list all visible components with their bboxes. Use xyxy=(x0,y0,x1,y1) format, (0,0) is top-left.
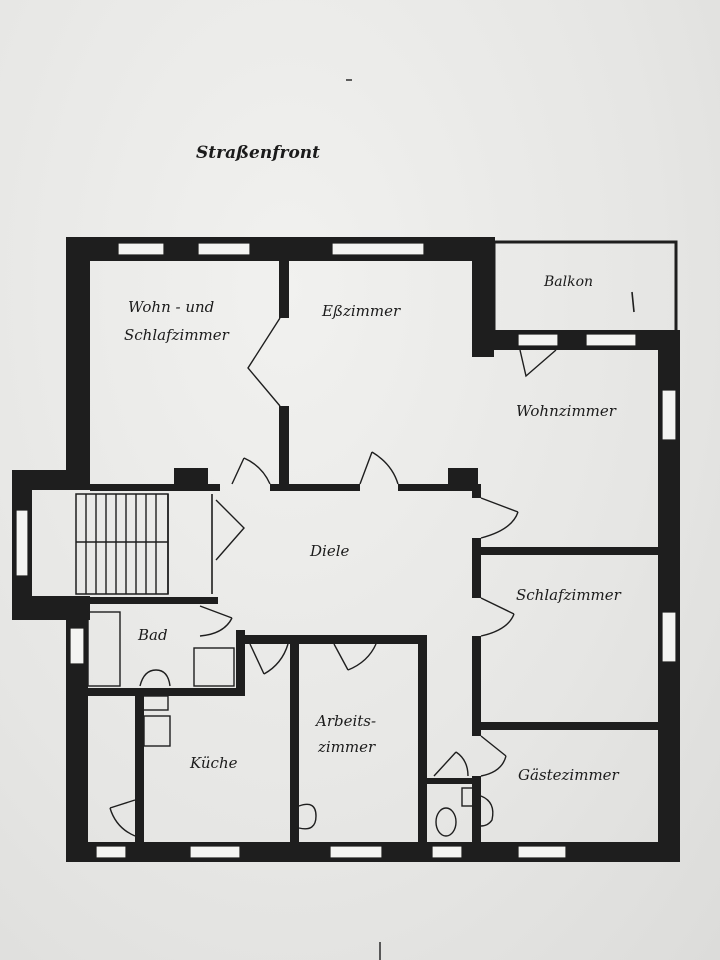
staircase xyxy=(75,493,213,595)
room-label-gaestezimmer: Gästezimmer xyxy=(518,766,620,784)
balcony-mark xyxy=(631,291,635,313)
street-front-label: Straßenfront xyxy=(196,143,320,163)
room-label-balkon: Balkon xyxy=(543,274,593,290)
room-label-esszimmer: Eßzimmer xyxy=(321,302,401,320)
balcony-door-icon xyxy=(519,349,557,378)
room-label-wohn-und: Wohn - und xyxy=(128,298,214,316)
room-label-schlafzimmer-1: Schlafzimmer xyxy=(124,326,230,344)
fixtures xyxy=(87,611,494,837)
interior-walls xyxy=(82,258,661,846)
room-label-diele: Diele xyxy=(309,542,349,560)
room-label-kueche: Küche xyxy=(189,754,238,772)
doors xyxy=(109,79,519,837)
windows xyxy=(15,242,677,859)
room-label-zimmer: zimmer xyxy=(317,738,376,756)
room-label-wohnzimmer: Wohnzimmer xyxy=(516,402,617,420)
room-label-schlafzimmer-2: Schlafzimmer xyxy=(516,586,622,604)
room-label-bad: Bad xyxy=(137,626,168,644)
room-label-arbeits: Arbeits- xyxy=(314,712,376,730)
